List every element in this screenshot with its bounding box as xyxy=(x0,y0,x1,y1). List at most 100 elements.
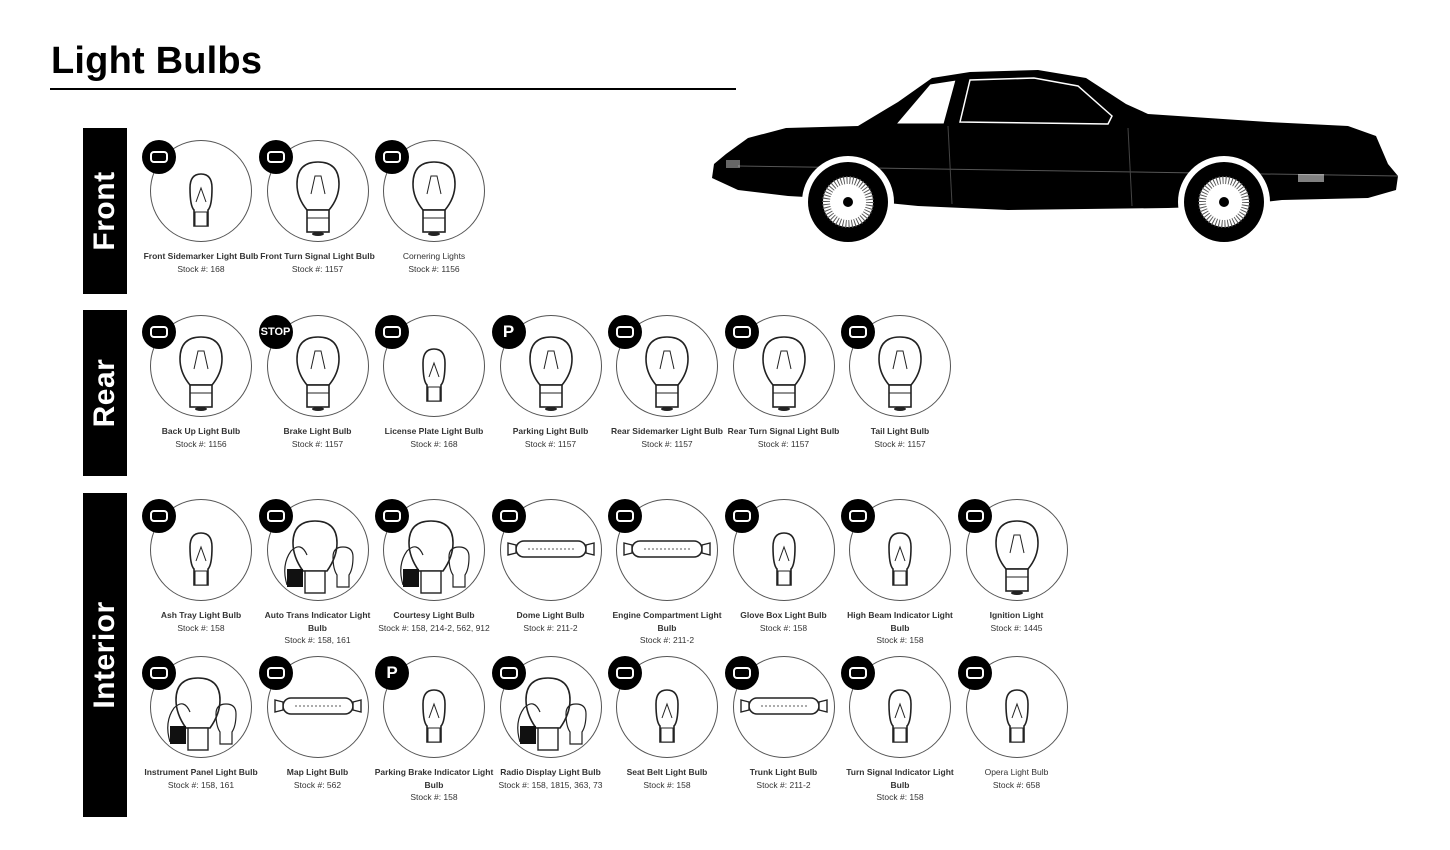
bulb-illustration xyxy=(888,689,912,743)
bulb-name: Rear Turn Signal Light Bulb xyxy=(727,426,840,436)
stock-number: Stock #: 158 xyxy=(759,622,808,633)
stock-number: Stock #: 158, 161 xyxy=(167,779,235,790)
stock-number: Stock #: 1156 xyxy=(408,263,460,274)
stock-number: Stock #: 158 xyxy=(177,622,225,633)
bulb-name: Ash Tray Light Bulb xyxy=(160,610,242,620)
bulb-illustration xyxy=(623,540,711,558)
bulb-illustration xyxy=(189,173,213,227)
stock-number: Stock #: 1445 xyxy=(990,622,1043,633)
bulb-illustration xyxy=(528,336,573,411)
stock-number: Stock #: 158 xyxy=(876,792,924,802)
bulb-name: Courtesy Light Bulb xyxy=(393,610,475,620)
ignition-key-icon xyxy=(957,499,992,533)
bulb-name: Cornering Lights xyxy=(402,251,466,261)
bulb-illustration xyxy=(645,336,689,411)
bulb-illustration xyxy=(273,697,362,715)
bulb-illustration xyxy=(761,336,806,411)
bulb-illustration xyxy=(412,161,456,236)
turn-indicator-icon xyxy=(841,656,875,690)
bulb-name: Radio Display Light Bulb xyxy=(500,767,601,777)
section-tab-interior: Interior xyxy=(83,493,127,817)
rear-sidemarker-icon xyxy=(608,315,642,349)
bulb-illustration xyxy=(1004,689,1029,743)
stock-number: Stock #: 1157 xyxy=(291,263,344,274)
ash-tray-icon xyxy=(142,499,176,533)
stock-number: Stock #: 168 xyxy=(177,263,225,274)
stock-number: Stock #: 211-2 xyxy=(756,779,811,790)
section-tab-front: Front xyxy=(83,128,127,294)
stock-number: Stock #: 158 xyxy=(643,779,691,790)
section-label-front: Front xyxy=(88,171,121,251)
reverse-light-icon xyxy=(142,315,176,349)
turn-arrow-icon xyxy=(258,140,293,174)
stock-number: Stock #: 211-2 xyxy=(639,635,695,645)
bulb-illustration xyxy=(994,520,1039,595)
section-label-rear: Rear xyxy=(88,358,121,428)
gear-shift-icon xyxy=(258,499,293,533)
bulb-illustration xyxy=(422,348,446,402)
trunk-icon xyxy=(724,656,759,690)
dome-light-icon xyxy=(491,499,526,533)
bulb-illustration xyxy=(179,336,223,411)
stock-number: Stock #: 1157 xyxy=(641,438,693,449)
bulb-name: Tail Light Bulb xyxy=(870,426,930,436)
stock-number: Stock #: 168 xyxy=(410,438,458,449)
bulb-illustration xyxy=(167,677,237,751)
bulb-illustration xyxy=(655,689,679,743)
bulb-name: Front Sidemarker Light Bulb xyxy=(143,251,259,261)
section-tab-rear: Rear xyxy=(83,310,127,476)
bulb-illustration xyxy=(888,532,912,586)
opera-light-icon xyxy=(957,656,992,690)
bulb-name: Map Light Bulb xyxy=(286,767,349,777)
stock-number: Stock #: 1157 xyxy=(524,438,577,449)
instrument-panel-icon xyxy=(142,656,176,690)
bulb-illustration xyxy=(739,697,828,715)
bulb-name: Auto Trans Indicator Light Bulb xyxy=(264,610,371,633)
stock-number: Stock #: 562 xyxy=(293,779,342,790)
stock-number: Stock #: 158, 161 xyxy=(284,635,351,645)
bulb-circle xyxy=(616,499,718,601)
title-divider xyxy=(50,88,736,90)
tail-light-icon xyxy=(841,315,875,349)
bulb-illustration xyxy=(506,540,595,558)
stock-number: Stock #: 658 xyxy=(992,779,1041,790)
license-plate-icon xyxy=(375,315,409,349)
parking-p-icon: P xyxy=(491,315,526,349)
bulb-name: Engine Compartment Light Bulb xyxy=(612,610,722,633)
bulb-illustration xyxy=(189,532,213,586)
bulb-name: Parking Light Bulb xyxy=(512,426,589,436)
glove-box-icon xyxy=(724,499,759,533)
bulb-illustration xyxy=(771,532,796,586)
bulb-name: Turn Signal Indicator Light Bulb xyxy=(846,767,954,790)
stock-number: Stock #: 158 xyxy=(876,635,924,645)
cornering-lamp-icon xyxy=(375,140,409,174)
bulb-name: Ignition Light xyxy=(989,610,1044,620)
stock-number: Stock #: 1157 xyxy=(757,438,810,449)
bulb-illustration xyxy=(283,520,354,594)
stock-number: Stock #: 158, 1815, 363, 73 xyxy=(498,779,603,790)
car-illustration xyxy=(712,70,1399,248)
page-title: Light Bulbs xyxy=(51,40,263,82)
sidemarker-icon xyxy=(142,140,176,174)
parking-brake-icon: P xyxy=(375,656,409,690)
radio-display-icon xyxy=(491,656,526,690)
